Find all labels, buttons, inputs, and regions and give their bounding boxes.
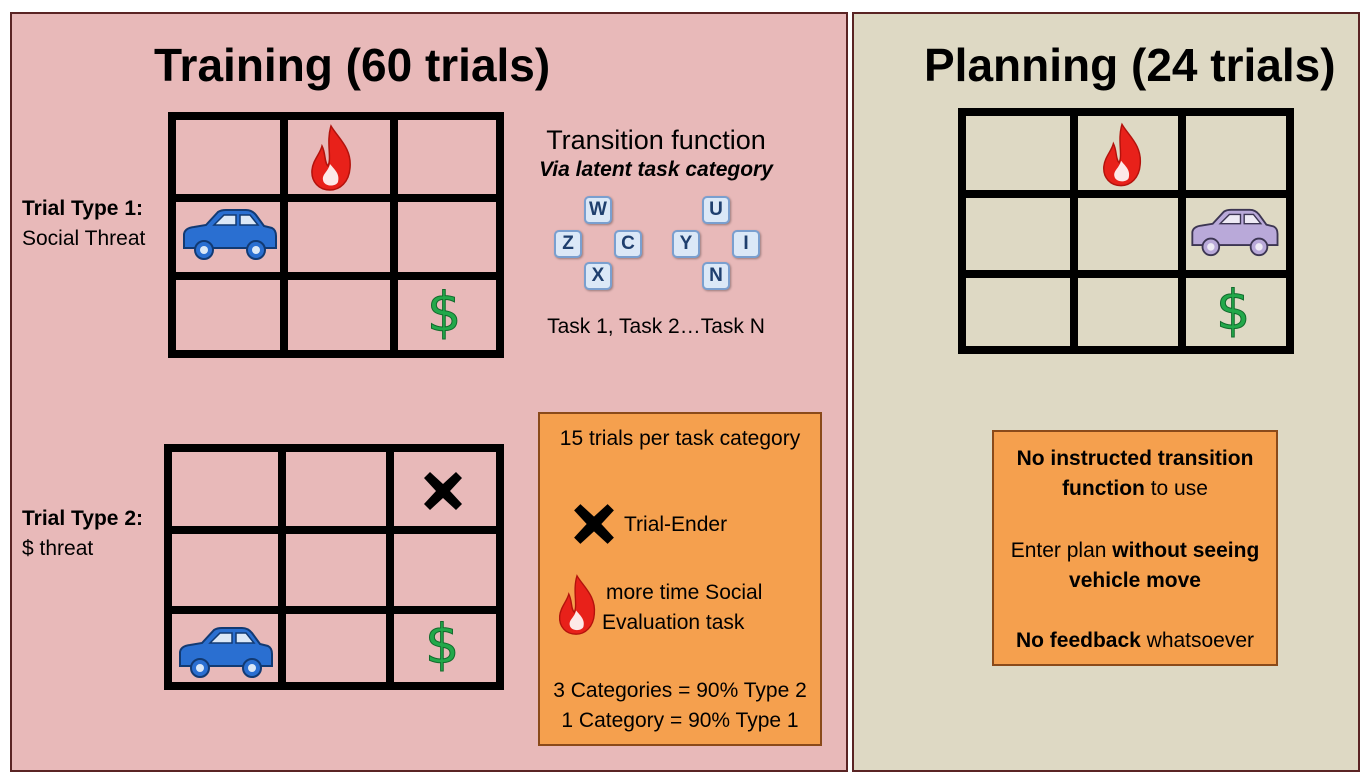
car-icon (183, 209, 277, 260)
car-icon (1191, 208, 1279, 257)
planning-title: Planning (24 trials) (924, 39, 1336, 91)
key-c: C (614, 230, 642, 258)
planning-line-5-rest: whatsoever (1140, 629, 1255, 652)
key-y: Y (672, 230, 700, 258)
transition-title: Transition function (546, 125, 766, 155)
planning-panel: Planning (24 trials) $ No instructed tra… (852, 12, 1360, 772)
planning-line-3-pre: Enter plan (1010, 539, 1113, 562)
dollar-icon: $ (1215, 279, 1251, 342)
transition-subtitle: Via latent task category (539, 158, 773, 181)
planning-line-3-bold: without seeing (1112, 539, 1260, 562)
planning-line-1: No instructed transition (994, 444, 1276, 474)
car-icon (179, 627, 273, 678)
planning-line-2-rest: to use (1144, 477, 1208, 500)
planning-line-4-bold: vehicle move (1069, 569, 1201, 592)
keypad-right: U Y I N (672, 196, 764, 296)
training-panel: Training (60 trials) $ Trial Type 1: Soc… (10, 12, 848, 772)
training-title: Training (60 trials) (154, 39, 551, 91)
training-info-box: 15 trials per task category Trial-Ender … (538, 412, 822, 746)
grid-trial-type-1 (168, 112, 504, 358)
trial-type-2-label: Trial Type 2: $ threat (22, 504, 143, 564)
key-n: N (702, 262, 730, 290)
planning-line-1-bold: No instructed transition (1016, 447, 1254, 470)
task-list: Task 1, Task 2…Task N (547, 315, 765, 338)
planning-line-4: vehicle move (994, 566, 1276, 596)
grid-planning (958, 108, 1294, 354)
category-line-1: 3 Categories = 90% Type 2 (553, 679, 807, 702)
category-line-2: 1 Category = 90% Type 1 (561, 709, 799, 732)
key-w: W (584, 196, 612, 224)
key-x: X (584, 262, 612, 290)
planning-line-2-bold: function (1062, 477, 1145, 500)
fire-icon (311, 124, 351, 191)
planning-line-2: function to use (994, 474, 1276, 504)
fire-line-2: Evaluation task (602, 611, 745, 634)
planning-line-5-bold: No feedback (1015, 629, 1141, 652)
fire-icon (558, 574, 596, 635)
key-z: Z (554, 230, 582, 258)
grid-trial-type-2 (164, 444, 504, 690)
trial-type-2-title: Trial Type 2: (22, 507, 143, 530)
trial-ender-label: Trial-Ender (624, 513, 728, 536)
dollar-icon: $ (426, 281, 462, 344)
dollar-icon: $ (424, 613, 460, 676)
fire-icon (1103, 122, 1141, 187)
key-u: U (702, 196, 730, 224)
fire-line-1: more time Social (606, 581, 763, 604)
trial-type-1-desc: Social Threat (22, 227, 146, 250)
trial-type-1-label: Trial Type 1: Social Threat (22, 194, 145, 254)
planning-info-box: No instructed transition function to use… (992, 430, 1278, 666)
x-icon (574, 504, 614, 544)
trial-type-1-title: Trial Type 1: (22, 197, 143, 220)
planning-line-3: Enter plan without seeing (994, 536, 1276, 566)
keypad-left: W Z C X (554, 196, 646, 296)
planning-line-5: No feedback whatsoever (994, 626, 1276, 656)
x-icon (424, 472, 462, 510)
key-i: I (732, 230, 760, 258)
trial-type-2-desc: $ threat (22, 537, 94, 560)
trials-per-category: 15 trials per task category (559, 427, 801, 450)
